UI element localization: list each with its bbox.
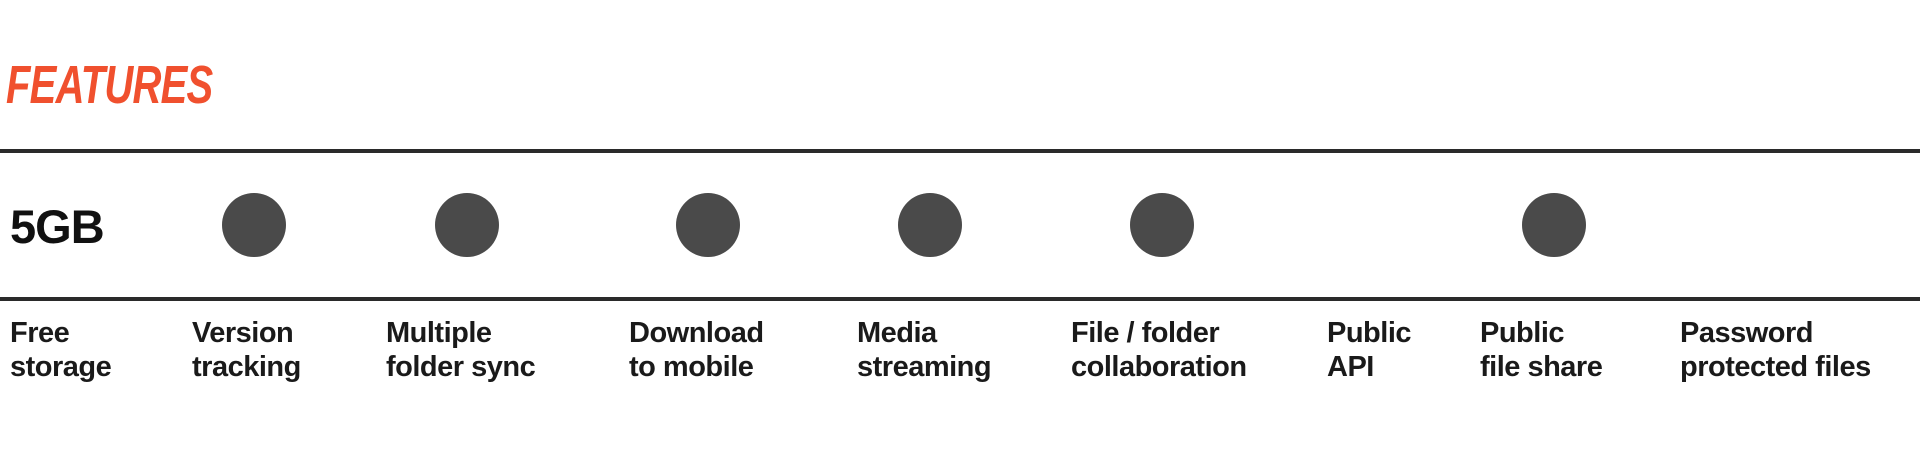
feature-label-line: Free bbox=[10, 317, 70, 349]
feature-label-download-to-mobile: Download to mobile bbox=[629, 316, 764, 384]
feature-label-line: folder sync bbox=[386, 351, 536, 383]
feature-label-line: streaming bbox=[857, 351, 992, 383]
public-file-share-indicator bbox=[1522, 193, 1586, 257]
feature-label-version-tracking: Version tracking bbox=[192, 316, 301, 384]
feature-label-line: Public bbox=[1480, 317, 1565, 349]
feature-label-line: Media bbox=[857, 317, 937, 349]
feature-label-line: Multiple bbox=[386, 317, 492, 349]
feature-label-public-api: Public API bbox=[1327, 316, 1412, 384]
feature-label-line: collaboration bbox=[1071, 351, 1247, 383]
multiple-folder-sync-indicator bbox=[435, 193, 499, 257]
feature-label-public-file-share: Public file share bbox=[1480, 316, 1603, 384]
bottom-divider bbox=[0, 297, 1920, 301]
feature-label-line: Version bbox=[192, 317, 294, 349]
features-title: FEATURES bbox=[6, 55, 213, 115]
feature-label-line: protected files bbox=[1680, 351, 1871, 383]
version-tracking-indicator bbox=[222, 193, 286, 257]
feature-label-line: Public bbox=[1327, 317, 1412, 349]
feature-label-free-storage: Free storage bbox=[10, 316, 112, 384]
feature-label-line: File / folder bbox=[1071, 317, 1220, 349]
feature-label-line: Password bbox=[1680, 317, 1813, 349]
file-folder-collaboration-indicator bbox=[1130, 193, 1194, 257]
feature-label-multiple-folder-sync: Multiple folder sync bbox=[386, 316, 536, 384]
feature-label-line: Download bbox=[629, 317, 764, 349]
feature-label-file-folder-collaboration: File / folder collaboration bbox=[1071, 316, 1247, 384]
feature-label-line: to mobile bbox=[629, 351, 754, 383]
feature-label-line: tracking bbox=[192, 351, 301, 383]
feature-label-line: storage bbox=[10, 351, 112, 383]
top-divider bbox=[0, 149, 1920, 153]
media-streaming-indicator bbox=[898, 193, 962, 257]
feature-label-line: file share bbox=[1480, 351, 1603, 383]
free-storage-value: 5GB bbox=[10, 200, 105, 253]
download-to-mobile-indicator bbox=[676, 193, 740, 257]
feature-label-media-streaming: Media streaming bbox=[857, 316, 992, 384]
feature-label-line: API bbox=[1327, 351, 1374, 383]
feature-label-password-protected-files: Password protected files bbox=[1680, 316, 1871, 384]
